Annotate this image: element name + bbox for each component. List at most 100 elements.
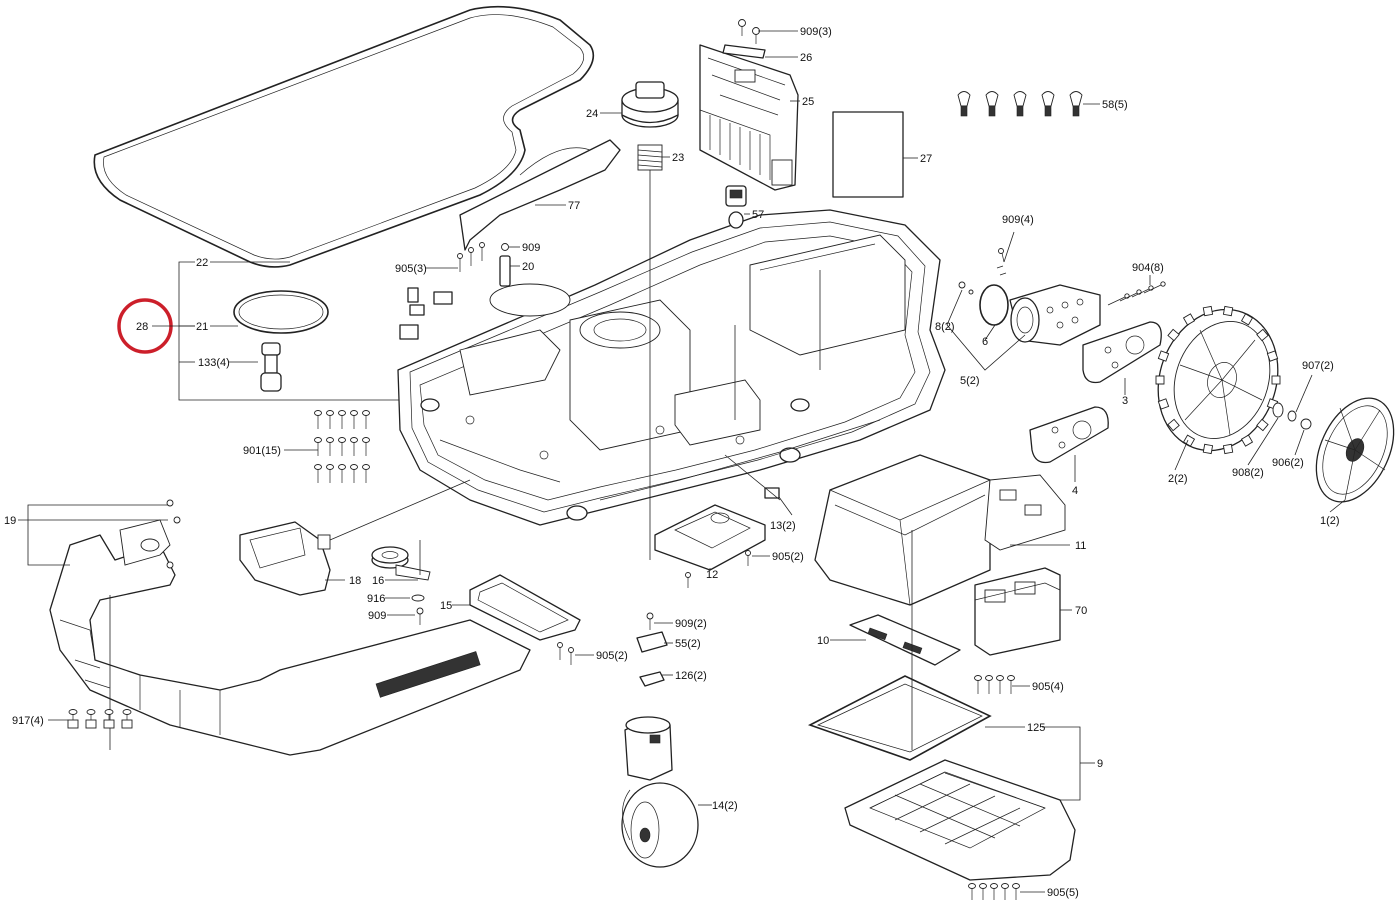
housing-11 <box>814 454 1070 606</box>
label-26: 26 <box>800 52 812 64</box>
screw-icon <box>338 410 346 429</box>
label-15: 15 <box>440 600 452 612</box>
screw-icon <box>974 675 982 694</box>
roller-133 <box>260 342 282 392</box>
knob-24 <box>600 81 679 128</box>
washers-right <box>1247 374 1313 466</box>
label-125: 125 <box>1027 722 1045 734</box>
screw-icon <box>968 883 976 900</box>
screw-icon <box>338 437 346 456</box>
wheel-motor-assembly <box>946 231 1166 482</box>
group-bracket-22 <box>178 261 410 401</box>
screw-icon <box>314 437 322 456</box>
label-905-3: 905(3) <box>395 263 427 275</box>
label-906: 906(2) <box>1272 457 1304 469</box>
screws-905-4 <box>974 675 1030 694</box>
label-909-2-top: 909(3) <box>800 26 832 38</box>
pcb-25 <box>699 44 800 191</box>
label-3: 3 <box>1122 395 1128 407</box>
switch-20 <box>499 243 520 287</box>
screw-icon <box>1007 675 1015 694</box>
label-904: 904(8) <box>1132 262 1164 274</box>
bolt-icon <box>67 709 79 729</box>
screw-icon <box>362 437 370 456</box>
label-27: 27 <box>920 153 932 165</box>
clip-icon <box>985 91 999 117</box>
label-909-4: 909(4) <box>1002 214 1034 226</box>
label-126: 126(2) <box>675 670 707 682</box>
screws-905-3 <box>425 242 485 272</box>
screw-icon <box>996 675 1004 694</box>
clip-icon <box>1041 91 1055 117</box>
label-909a: 909 <box>368 610 386 622</box>
screw-icon <box>338 464 346 483</box>
label-55: 55(2) <box>675 638 701 650</box>
label-916: 916 <box>367 593 385 605</box>
screw-icon <box>350 437 358 456</box>
label-77: 77 <box>568 200 580 212</box>
label-133: 133(4) <box>198 357 230 369</box>
tray-15 <box>452 574 581 641</box>
label-4: 4 <box>1072 485 1078 497</box>
connector-57 <box>725 185 750 229</box>
label-28[interactable]: 28 <box>136 321 148 333</box>
label-907: 907(2) <box>1302 360 1334 372</box>
bracket-77 <box>459 139 621 251</box>
label-13: 13(2) <box>770 520 796 532</box>
label-23: 23 <box>672 152 684 164</box>
clip-55 <box>636 612 673 687</box>
bumper-19 <box>18 499 531 756</box>
label-909-2: 909(2) <box>675 618 707 630</box>
bolt-icon <box>121 709 133 729</box>
screw-icon <box>1012 883 1020 900</box>
housing-18 <box>239 479 471 596</box>
label-16: 16 <box>372 575 384 587</box>
gasket-22 <box>93 5 595 268</box>
screw-icon <box>326 410 334 429</box>
o-ring-21 <box>233 290 329 334</box>
leader-lines <box>734 270 913 750</box>
screw-icon <box>990 883 998 900</box>
clip-icon <box>957 91 971 117</box>
screw-icon <box>985 675 993 694</box>
small-parts-left <box>399 287 453 340</box>
gasket-125 <box>807 675 1025 761</box>
bracket-26 <box>722 44 798 59</box>
screw-icon <box>350 464 358 483</box>
label-8: 8(2) <box>935 321 955 333</box>
part-labels: 22 21 28 133(4) 901(15) 19 917(4) 18 16 … <box>4 26 1340 899</box>
battery-70 <box>974 567 1072 656</box>
screw-icon <box>979 883 987 900</box>
cover-27 <box>832 111 918 198</box>
label-908: 908(2) <box>1232 467 1264 479</box>
pin-icon <box>1119 289 1142 302</box>
label-25: 25 <box>802 96 814 108</box>
label-917: 917(4) <box>12 715 44 727</box>
label-2: 2(2) <box>1168 473 1188 485</box>
clip-13 <box>724 454 793 516</box>
label-12: 12 <box>706 569 718 581</box>
screws-909-top <box>738 19 798 44</box>
label-70: 70 <box>1075 605 1087 617</box>
caster-14 <box>621 716 712 868</box>
screw-group-901 <box>284 410 370 483</box>
label-20: 20 <box>522 261 534 273</box>
screw-icon <box>362 410 370 429</box>
label-5: 5(2) <box>960 375 980 387</box>
label-24: 24 <box>586 108 598 120</box>
label-901: 901(15) <box>243 445 281 457</box>
label-905-2b: 905(2) <box>596 650 628 662</box>
screw-icon <box>326 437 334 456</box>
label-58: 58(5) <box>1102 99 1128 111</box>
gear-16 <box>371 540 431 625</box>
label-57: 57 <box>752 209 764 221</box>
wheel-2 <box>1155 305 1281 471</box>
hubcap-1 <box>1315 397 1395 513</box>
screw-icon <box>314 410 322 429</box>
pin-icon <box>1107 293 1130 306</box>
screw-icon <box>350 410 358 429</box>
screw-icon <box>314 464 322 483</box>
bolt-icon <box>85 709 97 729</box>
highlight-callout-28[interactable] <box>117 298 195 354</box>
